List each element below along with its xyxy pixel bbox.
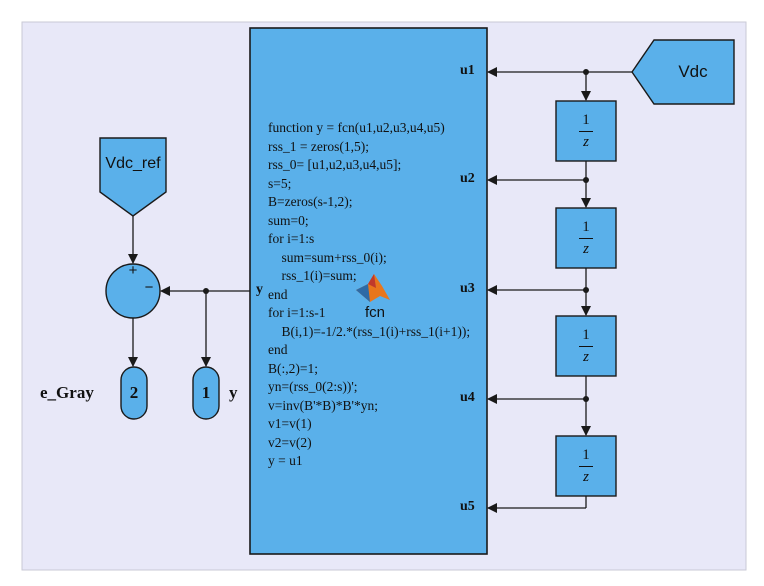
vdc-tag-block[interactable] <box>631 39 735 105</box>
code-line: v=inv(B'*B)*B'*yn; <box>268 397 378 413</box>
delay-2-numerator: 1 <box>582 219 590 235</box>
code-line: v2=v(2) <box>268 434 312 450</box>
code-line: B(:,2)=1; <box>268 360 318 376</box>
code-line: v1=v(1) <box>268 416 312 431</box>
outport-e-gray-name: e_Gray <box>40 383 94 402</box>
code-line: B=zeros(s-1,2); <box>268 194 353 209</box>
inport-label-u4: u4 <box>460 390 475 405</box>
code-line: B(i,1)=-1/2.*(rss_1(i)+rss_1(i+1)); <box>268 323 471 339</box>
code-line: sum=0; <box>268 212 309 228</box>
outport-e-gray-number: 2 <box>129 383 139 402</box>
branch-points <box>203 69 589 402</box>
outport-y-number: 1 <box>201 383 211 402</box>
outport-y[interactable] <box>192 366 220 420</box>
inport-label-u1: u1 <box>460 63 475 78</box>
vdc-ref-tag-block[interactable] <box>99 137 167 217</box>
delay-1-numerator: 1 <box>582 112 590 128</box>
delay-2-denominator: z <box>583 241 589 258</box>
vdc-ref-tag-label: Vdc_ref <box>105 155 161 172</box>
inport-label-u2: u2 <box>460 171 475 186</box>
vdc-tag-label: Vdc <box>678 62 708 81</box>
delay-4-denominator: z <box>583 469 589 486</box>
code-line: rss_0= [u1,u2,u3,u4,u5]; <box>268 157 402 172</box>
fcn-block-name: fcn <box>364 304 385 321</box>
code-line: yn=(rss_0(2:s))'; <box>268 379 358 394</box>
code-line: s=5; <box>268 175 292 191</box>
outport-y-name: y <box>229 383 238 402</box>
matlab-logo-icon <box>356 274 390 302</box>
delay-1-denominator: z <box>583 134 589 151</box>
code-line: for i=1:s-1 <box>268 305 326 320</box>
code-line: end <box>268 342 288 357</box>
code-line: y = u1 <box>268 453 303 468</box>
code-line: sum=sum+rss_0(i); <box>268 249 387 265</box>
code-line: function y = fcn(u1,u2,u3,u4,u5) <box>268 120 445 135</box>
sum-plus-sign: + <box>128 262 138 279</box>
code-line: for i=1:s <box>268 231 315 246</box>
inport-label-u5: u5 <box>460 499 475 514</box>
delay-4-numerator: 1 <box>582 447 590 463</box>
outport-label-y: y <box>256 282 263 297</box>
delay-3-numerator: 1 <box>582 327 590 343</box>
delay-3-denominator: z <box>583 349 589 366</box>
code-line: rss_1(i)=sum; <box>268 268 357 283</box>
code-line: end <box>268 286 288 302</box>
code-line: rss_1 = zeros(1,5); <box>268 138 369 154</box>
inport-label-u3: u3 <box>460 281 475 296</box>
signal-lines <box>128 67 632 513</box>
outport-e-gray[interactable] <box>120 366 148 420</box>
sum-minus-sign: − <box>144 279 154 296</box>
